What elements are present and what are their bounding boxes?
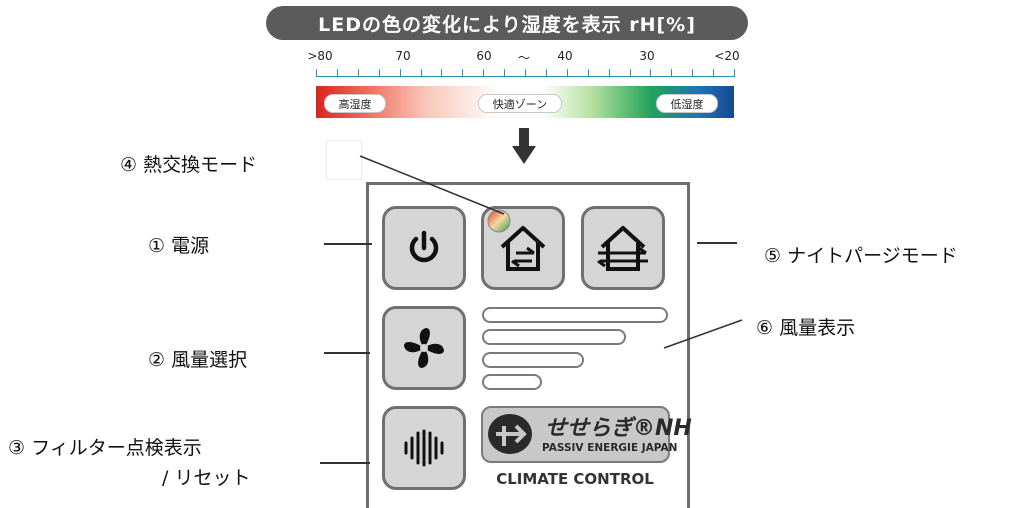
scale-tick (713, 69, 715, 77)
scale-label-60: 60 (476, 49, 492, 63)
brand-logo-icon (488, 414, 532, 454)
scale-tick (378, 69, 380, 77)
callout-filter-reset: / リセット (162, 467, 251, 489)
climate-control-label: CLIMATE CONTROL (496, 470, 654, 488)
scale-tick (545, 69, 547, 77)
fan-speed-select-button[interactable] (382, 306, 466, 390)
callout-fan-select: ② 風量選択 (148, 349, 248, 371)
fan-level-bar-4 (482, 307, 668, 323)
scale-tick (566, 69, 568, 77)
house-heat-exchange-icon (500, 226, 546, 271)
scale-label-gt80: >80 (307, 49, 333, 63)
scale-tick (650, 69, 652, 77)
callout-heat-exchange-mode: ④ 熱交換モード (120, 154, 258, 176)
callout-power: ① 電源 (148, 235, 210, 257)
scale-tick (483, 69, 485, 77)
power-button[interactable] (382, 206, 466, 290)
scale-tick (441, 69, 443, 77)
scale-tick (336, 69, 338, 77)
filter-icon (404, 429, 444, 467)
callout-fan-display: ⑥ 風量表示 (756, 317, 856, 339)
scale-label-30: 30 (639, 49, 655, 63)
house-night-purge-icon (597, 226, 648, 271)
humidity-led-title: LEDの色の変化により湿度を表示 rH[%] (266, 6, 748, 40)
filter-check-reset-button[interactable] (382, 406, 466, 490)
zone-high-humidity: 高湿度 (324, 94, 386, 113)
brand-subtitle: PASSIV ENERGIE JAPAN (542, 442, 678, 454)
leader-power (324, 243, 372, 245)
scale-tick (671, 69, 673, 77)
down-arrow-icon (512, 128, 536, 164)
scale-tick (692, 69, 694, 77)
scale-tick (399, 69, 401, 77)
humidity-led-icon (487, 209, 511, 233)
leader-filter (320, 462, 370, 464)
leader-fan-select (324, 352, 370, 354)
fan-level-bar-3 (482, 329, 626, 345)
fan-level-bar-1 (482, 374, 542, 390)
scale-label-lt20: <20 (714, 49, 740, 63)
scale-tick (608, 69, 610, 77)
callout-filter: ③ フィルター点検表示 (8, 437, 202, 459)
scale-tick (525, 69, 526, 77)
scale-tick (357, 69, 359, 77)
scale-tick (316, 69, 317, 77)
scale-tick (629, 69, 631, 77)
scale-label-tilde: ～ (517, 51, 531, 65)
zone-low-humidity: 低湿度 (656, 94, 718, 113)
fan-icon (404, 328, 444, 368)
scale-tick (734, 69, 735, 77)
scale-tick (420, 69, 422, 77)
scale-tick (462, 69, 464, 77)
fan-level-bar-2 (482, 352, 584, 368)
night-purge-mode-button[interactable] (581, 206, 665, 290)
scale-label-40: 40 (557, 49, 573, 63)
power-icon (409, 230, 439, 263)
leader-night-purge (697, 242, 737, 244)
callout-heat-exchange-box (326, 140, 362, 180)
scale-label-70: 70 (395, 49, 411, 63)
callout-night-purge: ⑤ ナイトパージモード (764, 245, 958, 267)
scale-tick (587, 69, 589, 77)
brand-name: せせらぎ®NH (545, 416, 692, 441)
scale-tick (504, 69, 506, 77)
zone-comfort: 快適ゾーン (478, 94, 562, 113)
